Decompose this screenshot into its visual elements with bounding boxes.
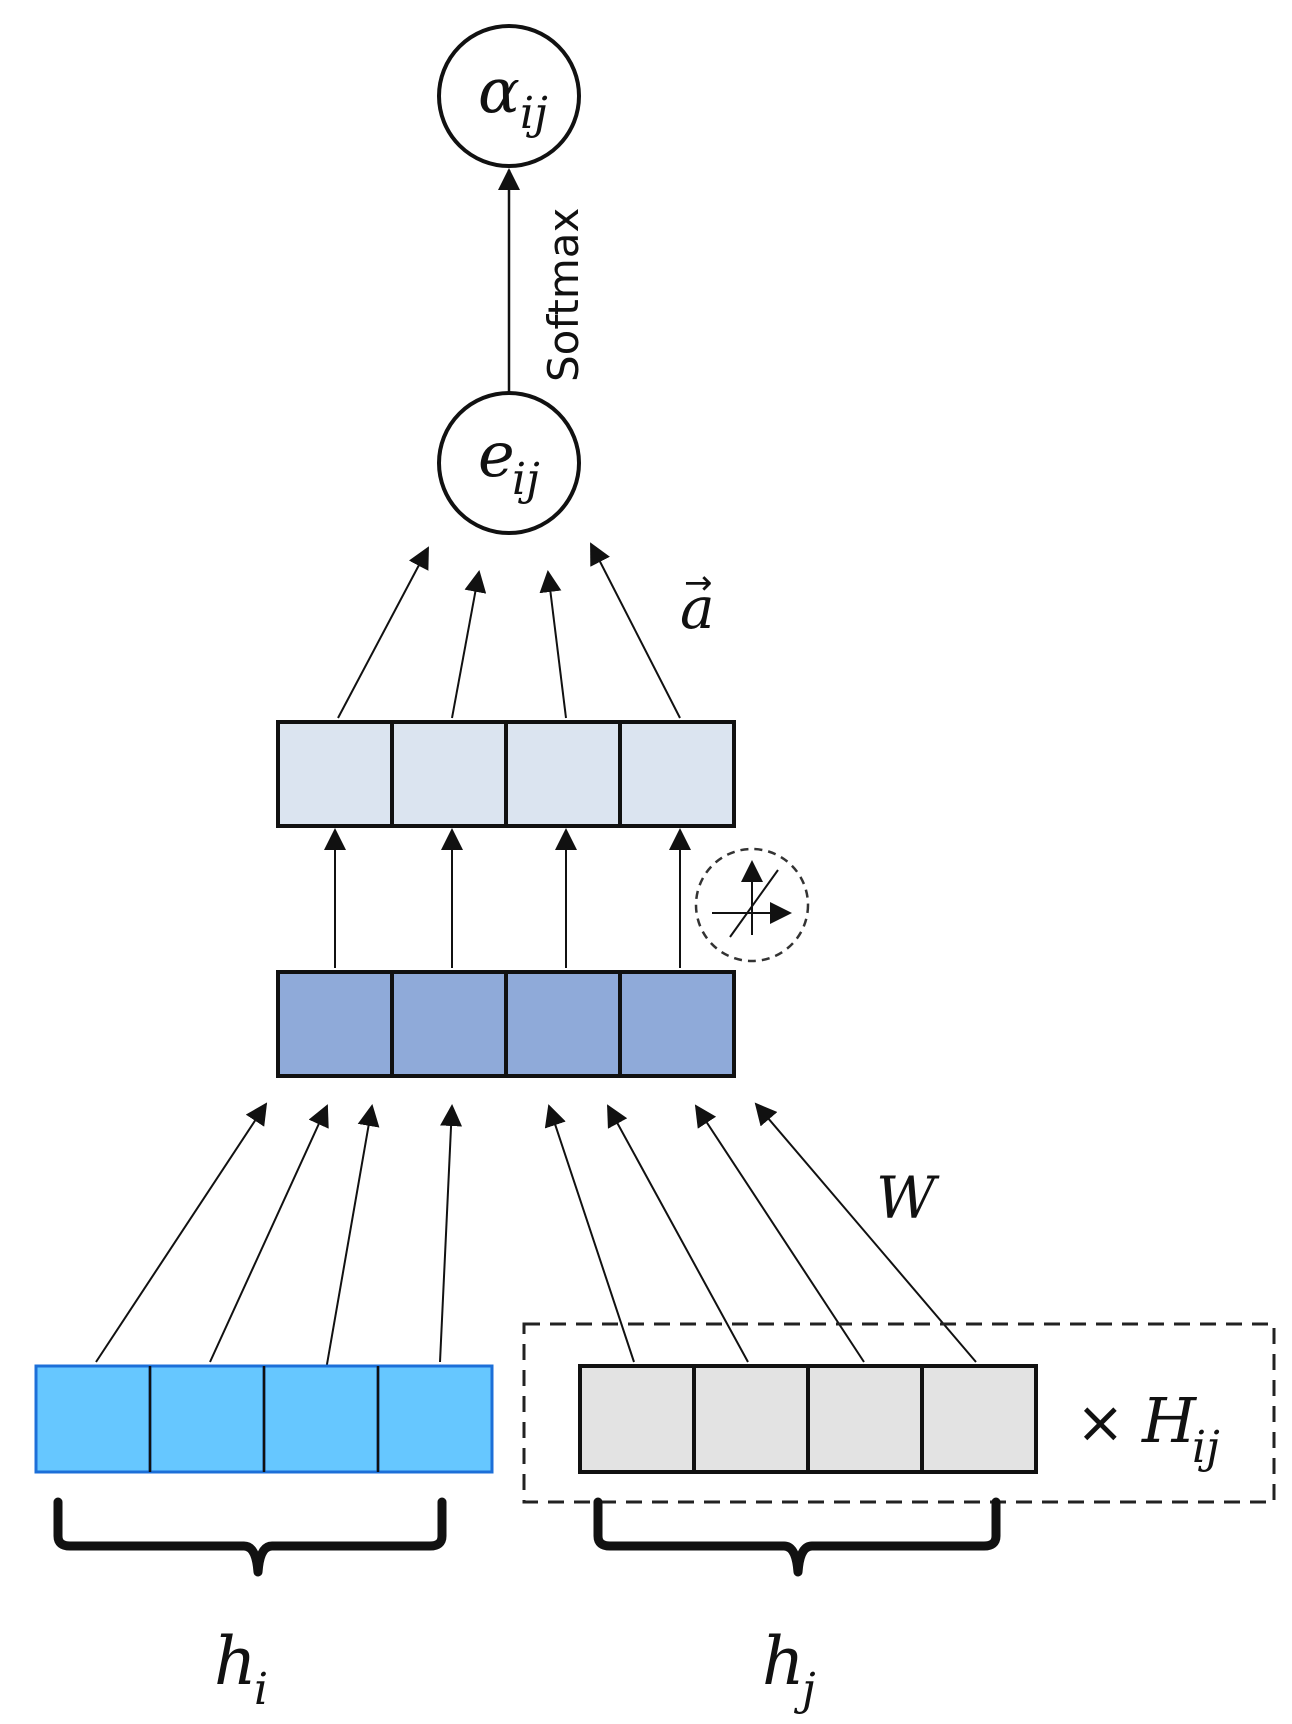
transformed-cell (390, 970, 508, 1078)
e-symbol: e (478, 418, 515, 491)
w-arrow (209, 1104, 329, 1363)
hj-cell (578, 1364, 696, 1474)
hj-cell (692, 1364, 810, 1474)
a-arrow (539, 570, 567, 719)
e-node: e ij (437, 391, 581, 535)
a-arrow (451, 570, 487, 719)
hi-cell (376, 1364, 494, 1474)
w-arrow (607, 1104, 749, 1363)
transformed-cell (276, 970, 394, 1078)
hi-cell (148, 1364, 266, 1474)
vector-arrow-icon: → (684, 563, 713, 603)
softmax-arrow: Softmax (498, 168, 588, 392)
w-arrow (439, 1104, 463, 1363)
activation-arrows (324, 828, 691, 968)
transformed-cell (504, 970, 622, 1078)
hj-brace (593, 1497, 1001, 1577)
a-vector-letter: a (680, 574, 715, 642)
w-arrow (325, 1104, 380, 1371)
hj-cell (920, 1364, 1038, 1474)
hj-label: h j (762, 1623, 816, 1715)
hj-vector (578, 1364, 1038, 1474)
hi-label: h i (214, 1623, 268, 1715)
alpha-node: α ij (437, 24, 581, 168)
w-arrow (544, 1104, 635, 1363)
transformed-cell (618, 970, 736, 1078)
w-arrow (754, 1102, 977, 1363)
w-arrow (95, 1102, 268, 1363)
transformed-vector (276, 970, 736, 1078)
activated-cell (618, 720, 736, 828)
a-arrow (337, 546, 429, 719)
leaky-relu-activation-icon (694, 847, 810, 963)
h-multiplier-label: × H ij (1076, 1384, 1220, 1473)
times-symbol: × (1076, 1388, 1125, 1456)
h-symbol: H (1141, 1384, 1198, 1457)
activated-vector (276, 720, 736, 828)
neighbor-repeat-box (522, 1322, 1276, 1504)
w-arrow (694, 1104, 865, 1363)
hi-subscript: i (254, 1664, 268, 1715)
alpha-subscript: ij (520, 88, 548, 139)
hj-letter: h (762, 1623, 805, 1700)
a-arrow (590, 542, 681, 719)
weight-arrows (95, 1102, 977, 1371)
hi-letter: h (214, 1623, 257, 1700)
softmax-label: Softmax (539, 208, 588, 382)
activated-cell (390, 720, 508, 828)
activated-cell (276, 720, 394, 828)
alpha-symbol: α (478, 54, 520, 127)
hi-vector (34, 1364, 494, 1474)
h-subscript: ij (1192, 1422, 1220, 1473)
a-vector-label: a → (680, 563, 715, 642)
hi-cell (262, 1364, 380, 1474)
w-label: W (876, 1164, 940, 1232)
e-subscript: ij (512, 454, 540, 505)
hi-brace (53, 1497, 447, 1577)
hj-cell (806, 1364, 924, 1474)
hi-cell (34, 1364, 152, 1474)
activated-cell (504, 720, 622, 828)
attention-weight-arrows (337, 542, 681, 719)
